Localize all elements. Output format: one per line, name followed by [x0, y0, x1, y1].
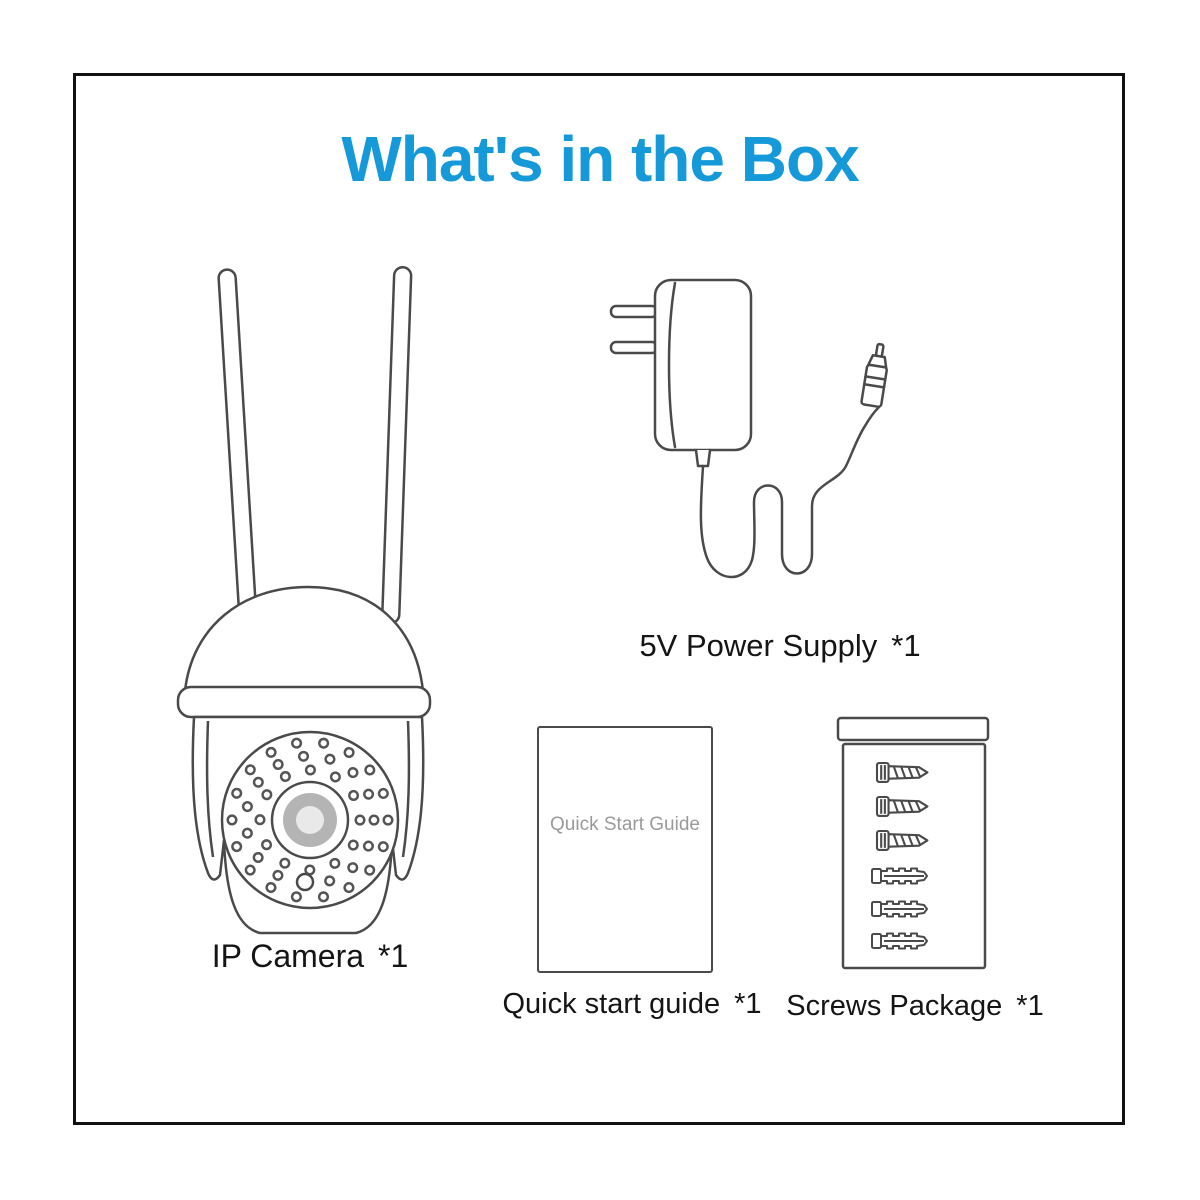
power-plug-prongs [609, 304, 659, 355]
ip-camera-qty: *1 [378, 938, 409, 974]
screws-package-caption: Screws Package *1 [765, 990, 1065, 1023]
screws-bag-header [836, 716, 990, 742]
camera-body-left-edge [205, 720, 215, 858]
power-supply-label: 5V Power Supply [639, 628, 878, 663]
camera-body-right-edge [401, 720, 411, 858]
power-dc-connector [860, 342, 888, 408]
power-cable [699, 405, 881, 579]
page-title: What's in the Box [341, 123, 859, 195]
quick-start-guide-qty: *1 [734, 988, 762, 1020]
power-supply-qty: *1 [891, 628, 921, 663]
screws-package-label: Screws Package [786, 990, 1003, 1022]
ip-camera-caption: IP Camera *1 [130, 938, 490, 975]
camera-lens [270, 780, 350, 860]
screws-package-illustration [836, 716, 990, 970]
camera-dome [183, 585, 425, 693]
power-supply-caption: 5V Power Supply *1 [580, 628, 980, 664]
quick-start-guide-caption: Quick start guide *1 [482, 988, 782, 1021]
wall-anchors [871, 867, 928, 950]
screws-package-qty: *1 [1016, 990, 1044, 1022]
power-supply-illustration [609, 278, 888, 579]
guide-cover-text: Quick Start Guide [550, 814, 700, 835]
ip-camera-label: IP Camera [211, 938, 365, 974]
camera-rim [176, 685, 432, 719]
quick-start-guide-label: Quick start guide [502, 988, 721, 1020]
quick-start-guide-booklet: Quick Start Guide [537, 726, 713, 973]
ip-camera-illustration [176, 265, 432, 935]
camera-antennas [217, 265, 413, 629]
camera-light-sensor [295, 872, 315, 892]
camera-ir-leds [226, 736, 394, 904]
power-adapter-face-line [667, 281, 677, 449]
screws [875, 761, 929, 851]
power-strain-relief [694, 448, 712, 468]
